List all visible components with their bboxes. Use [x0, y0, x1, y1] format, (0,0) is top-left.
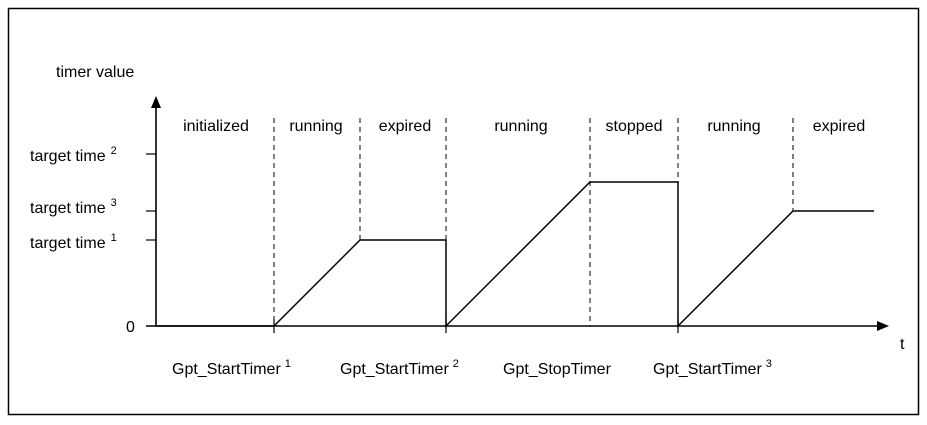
phase-label-running-3: running — [707, 118, 760, 135]
phase-separators — [273, 118, 794, 326]
y-axis-label: timer value — [56, 64, 134, 81]
zero-label: 0 — [126, 319, 135, 336]
phase-label-running-2: running — [494, 118, 547, 135]
phase-label-expired-1: expired — [379, 118, 431, 135]
phase-label-expired-2: expired — [813, 118, 865, 135]
phase-label-stopped: stopped — [606, 118, 663, 135]
phase-label-running-1: running — [289, 118, 342, 135]
event-label-stop-timer: Gpt_StopTimer — [503, 361, 612, 378]
x-axis-arrow — [877, 321, 889, 331]
phase-label-initialized: initialized — [183, 118, 249, 135]
timer-value-line — [156, 181, 874, 328]
x-axis-label: t — [900, 336, 905, 353]
y-axis-arrow — [151, 96, 161, 108]
diagram-frame — [7, 7, 920, 416]
